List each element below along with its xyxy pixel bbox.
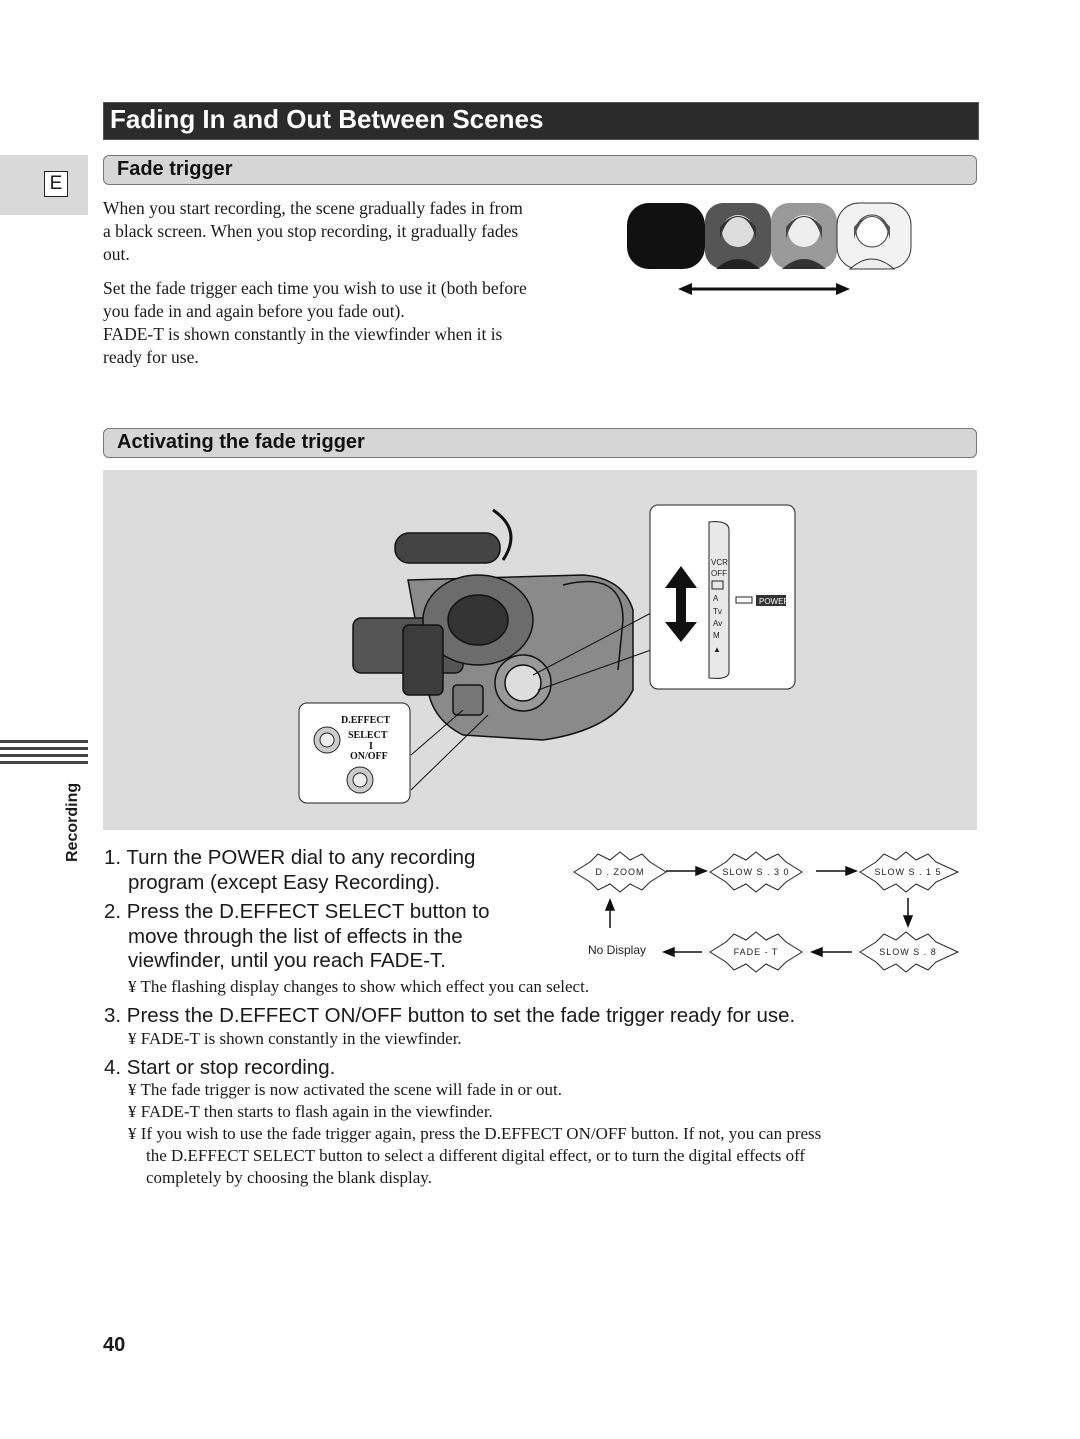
step-2-line-2: move through the list of effects in the xyxy=(128,925,463,948)
leader-line-dial-2 xyxy=(537,649,652,691)
button-label-select: SELECT xyxy=(348,730,388,741)
power-label: POWER xyxy=(759,597,789,606)
page-title: Fading In and Out Between Scenes xyxy=(110,104,544,134)
dial-label-av: Av xyxy=(713,619,722,628)
leader-line-buttons xyxy=(410,709,464,756)
step-2-line-1: 2. Press the D.EFFECT SELECT button to xyxy=(104,900,490,923)
dial-label-off: OFF xyxy=(711,569,727,578)
language-tab: E xyxy=(0,155,88,215)
side-section-label: Recording xyxy=(64,782,81,862)
double-arrow-icon xyxy=(678,283,850,295)
step-2-note: ¥ The flashing display changes to show w… xyxy=(128,977,590,996)
fade-frame-1 xyxy=(705,203,771,269)
effect-label-dzoom: D . ZOOM xyxy=(596,867,645,877)
step-1-line-2: program (except Easy Recording). xyxy=(128,871,441,894)
fade-illustration xyxy=(627,202,912,295)
button-label-deffect: D.EFFECT xyxy=(341,715,391,726)
step-3: 3. Press the D.EFFECT ON/OFF button to s… xyxy=(104,1004,796,1027)
effect-label-no-display: No Display xyxy=(588,943,646,957)
effect-label-fadet: FADE - T xyxy=(734,947,779,957)
up-down-arrow-icon xyxy=(665,566,697,642)
camcorder-body xyxy=(352,508,634,741)
dial-label-warning: ▲ xyxy=(713,645,721,654)
dial-indicator xyxy=(735,596,753,604)
step-4: 4. Start or stop recording. xyxy=(104,1056,336,1079)
effect-label-slow30: SLOW S . 3 0 xyxy=(722,867,789,877)
effect-badge-slow8 xyxy=(859,931,960,973)
effect-badge-dzoom xyxy=(573,851,667,893)
step-4-note-2: ¥ FADE-T then starts to flash again in t… xyxy=(128,1102,493,1121)
side-stripes xyxy=(0,740,88,770)
section-heading-text: Activating the fade trigger xyxy=(117,431,365,453)
step-3-note: ¥ FADE-T is shown constantly in the view… xyxy=(128,1029,462,1048)
intro-paragraph-3: FADE-T is shown constantly in the viewfi… xyxy=(103,324,503,367)
button-label-onoff: ON/OFF xyxy=(350,751,388,762)
section-heading-fade-trigger: Fade trigger xyxy=(103,155,977,185)
section-heading-activating: Activating the fade trigger xyxy=(103,428,977,458)
power-label-box xyxy=(756,595,786,606)
fade-frame-3 xyxy=(836,202,912,270)
camcorder-figure: VCR OFF A Tv Av M ▲ POWER D.EFFECT SELEC… xyxy=(103,470,977,830)
step-2-line-3: viewfinder, until you reach FADE-T. xyxy=(128,949,446,972)
step-4-note-3-cont-2: completely by choosing the blank display… xyxy=(146,1168,432,1187)
effect-badge-slow15 xyxy=(859,851,960,893)
leader-line-buttons-2 xyxy=(410,714,489,791)
step-4-note-3: ¥ If you wish to use the fade trigger ag… xyxy=(128,1124,822,1143)
dial-easy-icon xyxy=(711,580,724,590)
effects-cycle-diagram: D . ZOOM SLOW S . 3 0 SLOW S . 1 5 FADE … xyxy=(573,851,960,973)
step-4-note-3-cont: the D.EFFECT SELECT button to select a d… xyxy=(146,1146,806,1165)
fade-frame-2 xyxy=(771,203,837,269)
dial-label-tv: Tv xyxy=(713,607,722,616)
dial-label-m: M xyxy=(713,631,720,640)
dial-label-a: A xyxy=(713,594,719,603)
step-1-line-1: 1. Turn the POWER dial to any recording xyxy=(104,846,476,869)
effect-label-slow15: SLOW S . 1 5 xyxy=(874,867,941,877)
step-4-note-1: ¥ The fade trigger is now activated the … xyxy=(128,1080,562,1099)
effect-badge-slow30 xyxy=(709,851,803,893)
language-tab-letter: E xyxy=(44,171,68,197)
effect-badge-fadet xyxy=(709,931,803,973)
leader-line-dial xyxy=(532,612,652,676)
power-dial[interactable] xyxy=(708,521,730,679)
camcorder-illustration: VCR OFF A Tv Av M ▲ POWER D.EFFECT SELEC… xyxy=(298,504,796,804)
button-label-separator: I xyxy=(369,741,373,752)
intro-paragraph-1: When you start recording, the scene grad… xyxy=(103,198,523,264)
page-number: 40 xyxy=(103,1334,126,1356)
intro-paragraph-2: Set the fade trigger each time you wish … xyxy=(103,278,527,321)
dial-label-vcr: VCR xyxy=(711,558,728,567)
intro-text: When you start recording, the scene grad… xyxy=(103,197,533,369)
section-heading-text: Fade trigger xyxy=(117,158,233,180)
black-frame xyxy=(627,203,705,269)
effect-label-slow8: SLOW S . 8 xyxy=(879,947,937,957)
page-title-bar: Fading In and Out Between Scenes xyxy=(103,102,979,140)
